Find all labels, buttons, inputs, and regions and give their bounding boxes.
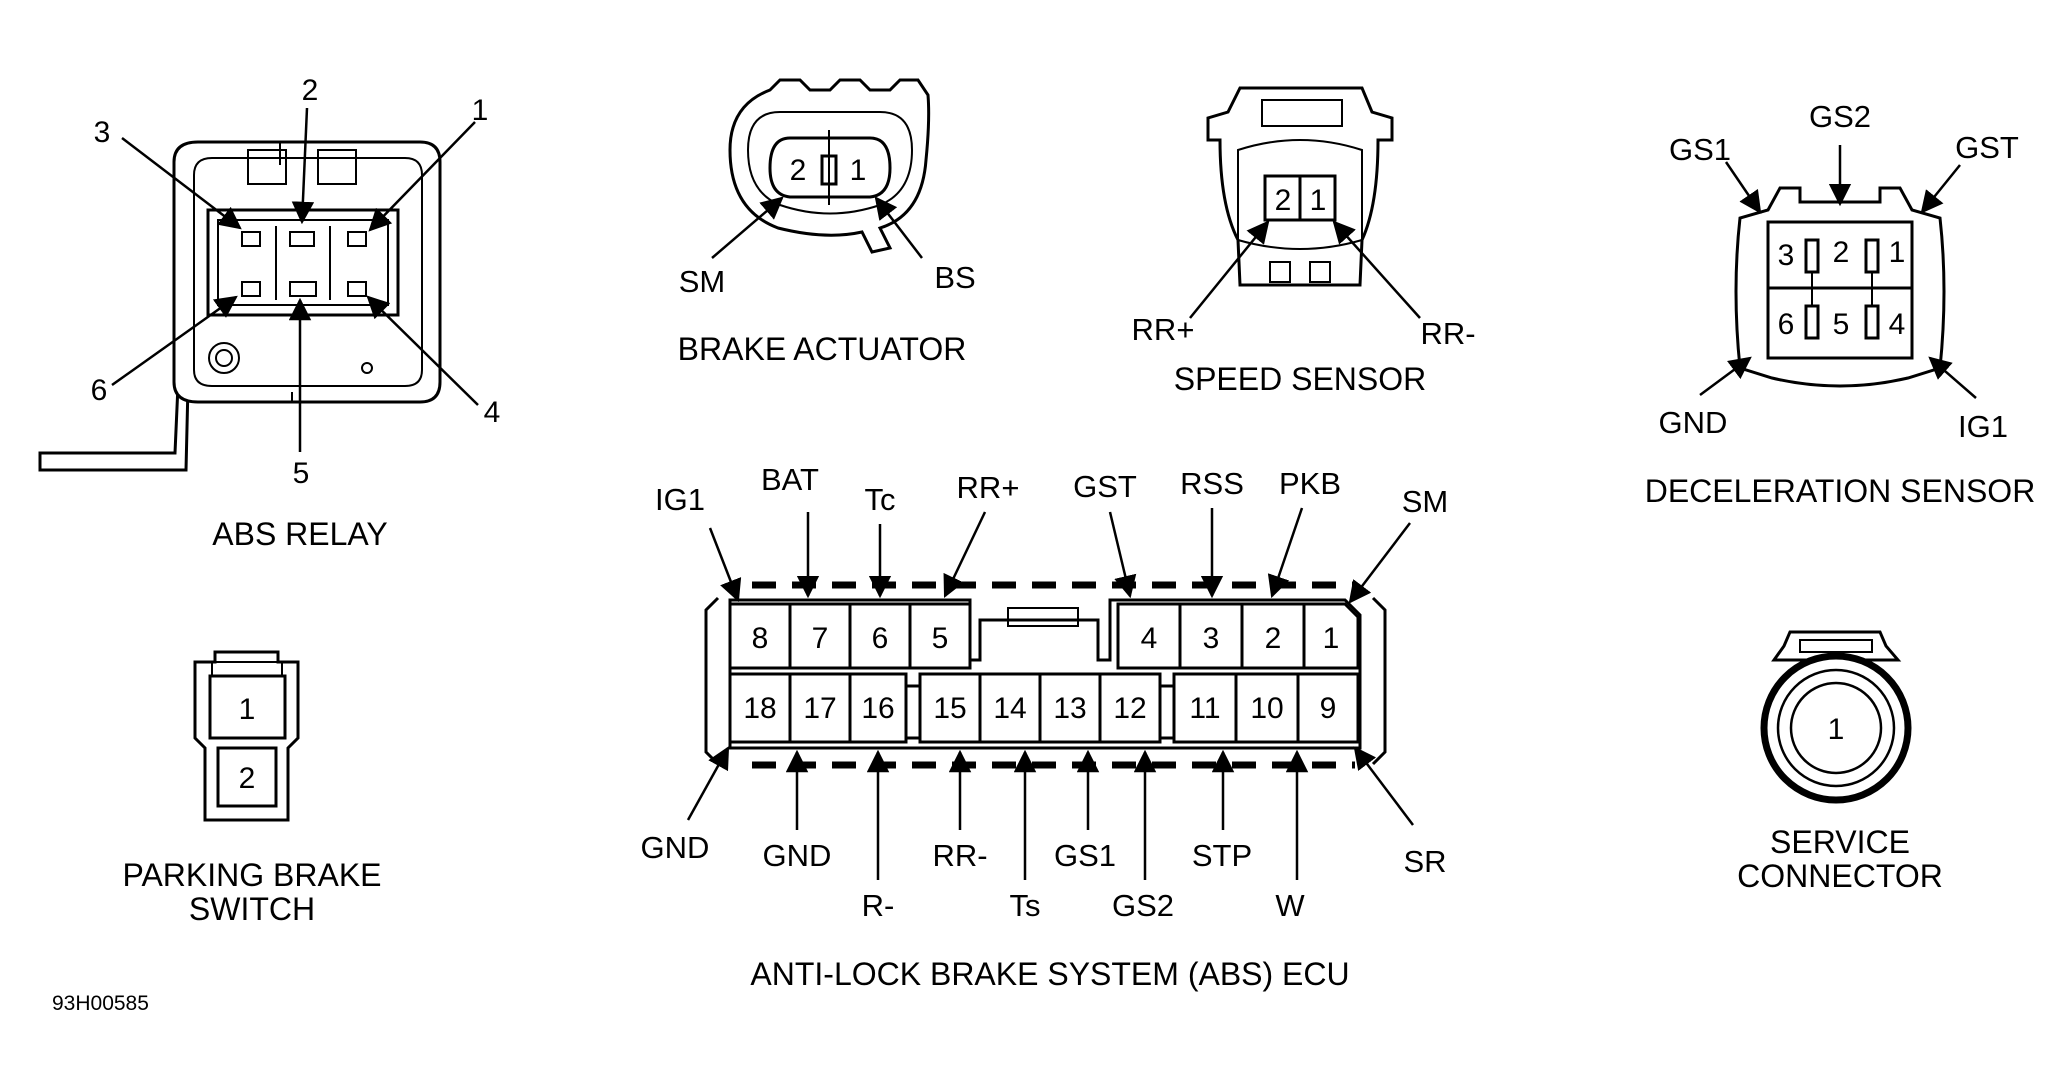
ecu-pin-3: 3 (1203, 622, 1220, 655)
abs-ecu: 8 7 6 5 4 3 2 1 18 17 16 15 14 13 12 11 … (641, 462, 1449, 992)
relay-pin-5: 5 (293, 457, 310, 490)
ecu-label-w: W (1275, 888, 1305, 923)
decel-label-gs1: GS1 (1669, 132, 1731, 167)
abs-relay-title: ABS RELAY (212, 516, 387, 552)
ecu-label-r-minus: R- (862, 888, 895, 923)
parking-brake-switch-title-2: SWITCH (189, 891, 315, 927)
sensor-pin-1: 1 (1310, 184, 1327, 217)
ecu-pin-13: 13 (1053, 692, 1086, 725)
ecu-pin-9: 9 (1320, 692, 1337, 725)
ecu-label-gst: GST (1073, 469, 1137, 504)
ecu-label-tc: Tc (865, 482, 896, 517)
ecu-pin-12: 12 (1113, 692, 1146, 725)
brake-actuator-title: BRAKE ACTUATOR (678, 331, 967, 367)
ecu-label-stp: STP (1192, 838, 1252, 873)
ecu-label-bat: BAT (761, 462, 819, 497)
ecu-pin-17: 17 (803, 692, 836, 725)
ecu-label-gnd-18: GND (641, 830, 710, 865)
decel-socket-top (1766, 220, 1914, 290)
decel-label-gs2: GS2 (1809, 99, 1871, 134)
ecu-pin-16: 16 (861, 692, 894, 725)
parking-brake-switch: 1 2 PARKING BRAKE SWITCH (122, 650, 382, 927)
switch-pin-1: 1 (239, 693, 256, 726)
speed-sensor: 2 1 RR+ RR- SPEED SENSOR (1132, 86, 1476, 397)
ecu-label-rr-minus: RR- (932, 838, 987, 873)
actuator-label-sm: SM (679, 264, 726, 299)
relay-bracket (38, 383, 190, 472)
decel-pin-5: 5 (1833, 308, 1850, 341)
decel-pin-2: 2 (1833, 236, 1850, 269)
service-connector: 1 SERVICE CONNECTOR (1737, 630, 1943, 894)
decel-pin-1: 1 (1889, 236, 1906, 269)
abs-relay: 2 1 3 6 5 4 ABS RELAY (38, 74, 501, 552)
decel-socket-bottom (1766, 286, 1914, 360)
deceleration-sensor-title: DECELERATION SENSOR (1645, 473, 2036, 509)
ecu-pin-2: 2 (1265, 622, 1282, 655)
ecu-label-gs1: GS1 (1054, 838, 1116, 873)
parking-brake-switch-title-1: PARKING BRAKE (122, 857, 381, 893)
relay-pin-3: 3 (94, 116, 111, 149)
decel-pin-6: 6 (1778, 308, 1795, 341)
relay-screw (208, 342, 240, 374)
decel-label-ig1: IG1 (1958, 409, 2008, 444)
switch-socket-2 (216, 746, 278, 808)
ecu-label-pkb: PKB (1279, 466, 1341, 501)
decel-pin-3: 3 (1778, 239, 1795, 272)
ecu-pin-5: 5 (932, 622, 949, 655)
ecu-pin-7: 7 (812, 622, 829, 655)
ecu-pin-18: 18 (743, 692, 776, 725)
service-socket (1789, 681, 1883, 775)
relay-pin-4: 4 (484, 396, 501, 429)
ecu-pin-14: 14 (993, 692, 1026, 725)
decel-label-gst: GST (1955, 130, 2019, 165)
relay-pin-1: 1 (472, 94, 489, 127)
relay-pin-2: 2 (302, 74, 319, 107)
ecu-pin-10: 10 (1250, 692, 1283, 725)
brake-actuator: 2 1 SM BS BRAKE ACTUATOR (678, 78, 976, 367)
sensor-label-rr-minus: RR- (1420, 316, 1475, 351)
ecu-bottom-pin-row (728, 672, 1360, 744)
speed-sensor-title: SPEED SENSOR (1174, 361, 1427, 397)
actuator-label-bs: BS (934, 260, 975, 295)
service-connector-title-2: CONNECTOR (1737, 858, 1943, 894)
relay-pin-6: 6 (91, 374, 108, 407)
ecu-label-rss: RSS (1180, 466, 1244, 501)
decel-label-gnd: GND (1659, 405, 1728, 440)
ecu-label-gnd-17: GND (763, 838, 832, 873)
ecu-pin-4: 4 (1141, 622, 1158, 655)
decel-pin-4: 4 (1889, 308, 1906, 341)
abs-ecu-title: ANTI-LOCK BRAKE SYSTEM (ABS) ECU (750, 956, 1349, 992)
ecu-label-ts: Ts (1010, 888, 1041, 923)
ecu-label-sm: SM (1402, 484, 1449, 519)
figure-id: 93H00585 (52, 992, 149, 1015)
service-connector-title-1: SERVICE (1770, 824, 1910, 860)
ecu-pin-6: 6 (872, 622, 889, 655)
ecu-label-rr-plus: RR+ (957, 470, 1020, 505)
ecu-pin-8: 8 (752, 622, 769, 655)
sensor-label-rr-plus: RR+ (1132, 312, 1195, 347)
sensor-pin-2: 2 (1275, 184, 1292, 217)
switch-pin-2: 2 (239, 762, 256, 795)
ecu-label-sr: SR (1403, 844, 1446, 879)
ecu-pin-11: 11 (1189, 692, 1220, 725)
deceleration-sensor: 3 2 1 6 5 4 GS2 GS1 GST GND IG1 DECELERA… (1645, 99, 2036, 509)
switch-socket-1 (208, 674, 287, 740)
service-pin-1: 1 (1828, 713, 1845, 746)
ecu-label-ig1: IG1 (655, 482, 705, 517)
actuator-pin-2: 2 (790, 154, 807, 187)
actuator-pin-1: 1 (850, 154, 867, 187)
ecu-pin-1: 1 (1323, 622, 1340, 655)
ecu-pin-15: 15 (933, 692, 966, 725)
ecu-top-pin-row (728, 602, 1360, 670)
ecu-label-gs2: GS2 (1112, 888, 1174, 923)
